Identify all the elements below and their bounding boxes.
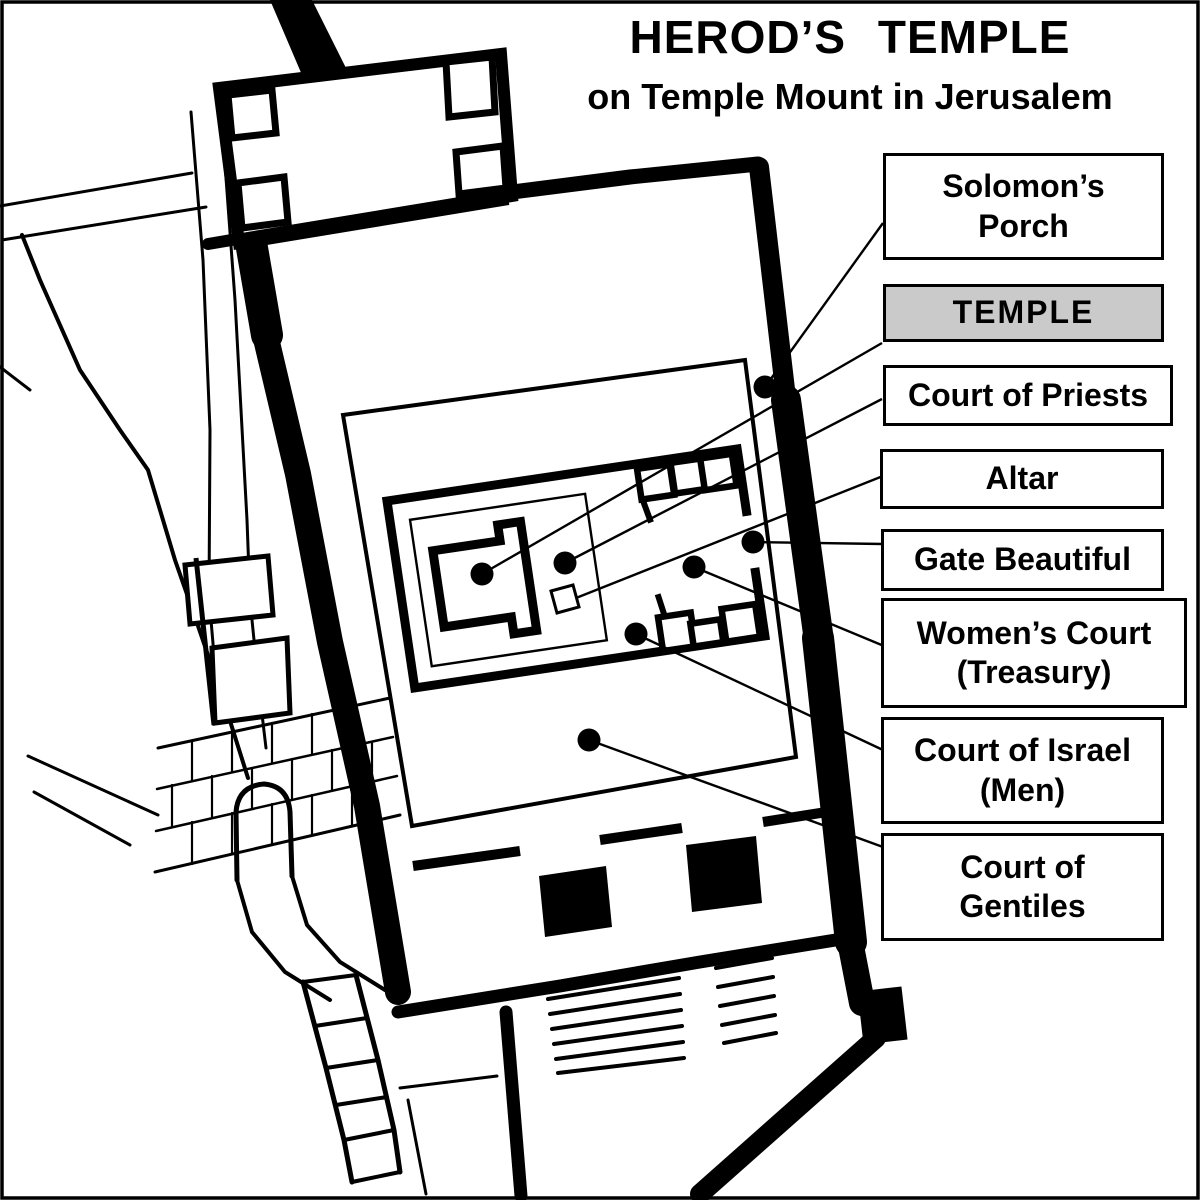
dot-court-of-israel [624,622,648,646]
label-box-altar: Altar [880,449,1164,509]
label-text: (Treasury) [956,654,1112,690]
gate-square-west [539,866,612,937]
fortress-tower-sw [234,173,292,232]
inner-platform [340,357,799,829]
south-wall-stub [499,1005,528,1200]
court-of-priests-boundary [408,492,609,668]
label-text: TEMPLE [952,294,1095,331]
label-text: Porch [978,207,1069,244]
label-box-court-of-gentiles: Court of Gentiles [881,833,1164,941]
label-box-temple: TEMPLE [883,284,1164,342]
label-box-womens-court: Women’s Court (Treasury) [881,598,1187,708]
dot-gate-beautiful [741,530,765,554]
outer-wall [202,156,908,1200]
label-text: Altar [985,460,1059,497]
label-box-court-of-priests: Court of Priests [883,365,1173,426]
dot-court-of-gentiles [577,728,601,752]
leader-womens-court [693,565,885,648]
leader-court-of-gentiles [588,738,884,849]
leader-gate-beautiful [752,540,884,546]
dot-solomons-porch [753,375,777,399]
royal-stoa-wall [412,806,834,937]
page-subtitle: on Temple Mount in Jerusalem [587,76,1113,117]
label-box-gate-beautiful: Gate Beautiful [881,529,1164,591]
leader-court-of-priests [564,397,883,565]
southwest-steps [300,972,499,1196]
label-box-solomons-porch: Solomon’s Porch [883,153,1164,260]
label-text: Gentiles [959,888,1086,924]
ophel-wall-spur [690,1028,886,1200]
label-text: Court of Priests [907,376,1149,413]
north-chambers [633,450,741,504]
south-chambers [654,600,764,655]
gate-square-east [686,836,762,912]
southeast-knob [857,986,908,1045]
antonia-fortress [212,47,519,250]
leader-temple [481,341,883,576]
southern-stairs [544,956,778,1075]
label-text: Court of [960,848,1085,885]
label-box-court-of-israel: Court of Israel (Men) [881,717,1164,824]
west-buildings [182,553,293,726]
dot-womens-court [682,555,706,579]
label-text: Gate Beautiful [914,541,1131,578]
callout-markers [470,222,885,849]
leader-solomons-porch [764,222,884,388]
leader-altar [575,474,884,600]
arch [233,781,295,883]
fortress-tower-se [452,142,510,198]
label-text: Solomon’s [942,168,1105,205]
fortress-tower-ne [442,53,499,121]
label-text: Court of Israel [914,732,1131,769]
altar-marker [549,583,581,615]
leader-court-of-israel [635,632,884,752]
north-road [270,0,347,82]
label-text: (Men) [979,771,1066,808]
label-text: Women’s Court [916,614,1152,651]
inner-court-complex [381,443,771,694]
page-title: HEROD’S TEMPLE [629,11,1071,63]
dot-court-of-priests [553,551,577,575]
fortress-tower-nw [224,86,280,142]
dot-temple [470,562,494,586]
